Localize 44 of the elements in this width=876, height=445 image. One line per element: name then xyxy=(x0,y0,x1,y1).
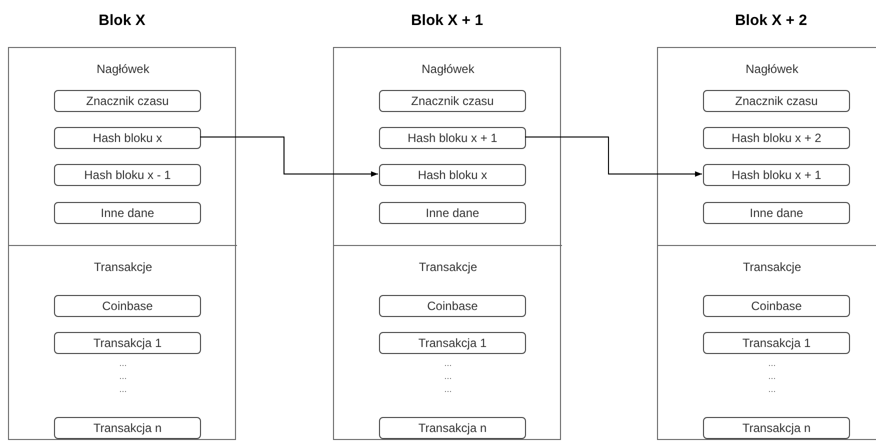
field-box: Inne dane xyxy=(54,202,201,224)
field-box: Hash bloku x - 1 xyxy=(54,164,201,186)
block-title: Blok X + 2 xyxy=(734,11,808,31)
field-box: Transakcja n xyxy=(703,417,850,439)
ellipsis: ... xyxy=(768,357,776,369)
ellipsis: ... xyxy=(768,370,776,382)
field-box: Hash bloku x xyxy=(379,164,526,186)
ellipsis: ... xyxy=(119,383,127,395)
section-panel xyxy=(334,245,562,441)
block-title: Blok X + 1 xyxy=(410,11,484,31)
block-title: Blok X xyxy=(98,11,146,31)
ellipsis: ... xyxy=(768,383,776,395)
ellipsis: ... xyxy=(119,357,127,369)
field-box: Hash bloku x + 2 xyxy=(703,127,850,149)
section-heading: Nagłówek xyxy=(420,61,476,78)
section-heading: Nagłówek xyxy=(744,61,800,78)
ellipsis: ... xyxy=(119,370,127,382)
field-box: Znacznik czasu xyxy=(379,90,526,112)
field-box: Transakcja 1 xyxy=(54,332,201,354)
field-box: Znacznik czasu xyxy=(703,90,850,112)
field-box: Transakcja 1 xyxy=(703,332,850,354)
arrow xyxy=(524,136,702,177)
section-panel xyxy=(9,245,237,441)
field-box: Hash bloku x xyxy=(54,127,201,149)
field-box: Coinbase xyxy=(703,295,850,317)
field-box: Hash bloku x + 1 xyxy=(703,164,850,186)
field-box: Transakcja n xyxy=(379,417,526,439)
field-box: Hash bloku x + 1 xyxy=(379,127,526,149)
ellipsis: ... xyxy=(444,370,452,382)
field-box: Transakcja n xyxy=(54,417,201,439)
field-box: Transakcja 1 xyxy=(379,332,526,354)
field-box: Coinbase xyxy=(379,295,526,317)
field-box: Inne dane xyxy=(379,202,526,224)
section-heading: Transakcje xyxy=(742,259,802,276)
field-box: Coinbase xyxy=(54,295,201,317)
arrow xyxy=(200,136,378,177)
field-box: Inne dane xyxy=(703,202,850,224)
section-heading: Transakcje xyxy=(418,259,478,276)
section-heading: Transakcje xyxy=(92,259,154,276)
ellipsis: ... xyxy=(444,383,452,395)
section-heading: Nagłówek xyxy=(96,61,150,78)
section-panel xyxy=(658,245,876,441)
ellipsis: ... xyxy=(444,357,452,369)
field-box: Znacznik czasu xyxy=(54,90,201,112)
